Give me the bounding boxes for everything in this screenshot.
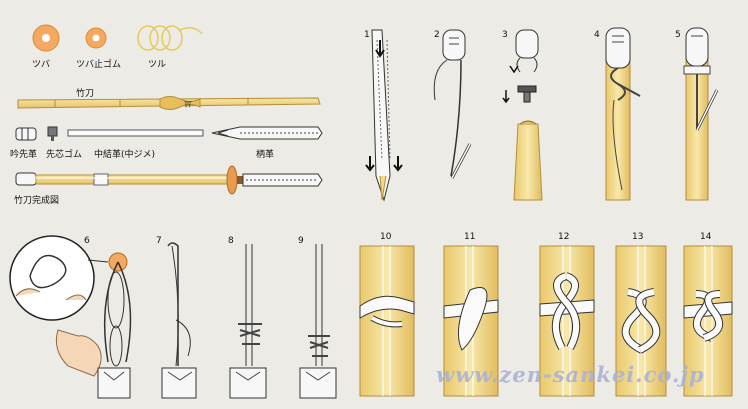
step-10-illustration xyxy=(360,246,414,396)
sakigomu-part xyxy=(48,127,57,141)
shinai-part: ⛩ xyxy=(18,97,320,110)
step-number: 1 xyxy=(364,30,370,40)
step-3-illustration xyxy=(503,30,542,200)
step-7-illustration xyxy=(162,243,196,398)
step-number: 5 xyxy=(675,30,681,40)
svg-text:⛩: ⛩ xyxy=(184,100,192,108)
step-2-illustration xyxy=(434,30,470,178)
label-sakigomu: 先芯ゴム xyxy=(46,147,82,160)
tsukagawa-part xyxy=(212,127,322,139)
label-nakayui: 中結革(中ジメ) xyxy=(94,147,155,160)
label-tsuba-dome: ツバ止ゴム xyxy=(76,57,121,70)
label-tsukagawa: 柄革 xyxy=(256,147,274,160)
step-number: 3 xyxy=(502,30,508,40)
label-kansei: 竹刀完成図 xyxy=(14,193,59,206)
step-number: 4 xyxy=(594,30,600,40)
step-number: 9 xyxy=(298,236,304,246)
step-9-illustration xyxy=(300,244,336,398)
label-sakigawa: 吟先革 xyxy=(10,147,37,160)
kansei-shinai xyxy=(16,166,322,194)
label-tsuru: ツル xyxy=(148,57,166,70)
step-6-illustration xyxy=(10,236,131,398)
step-number: 11 xyxy=(464,232,475,242)
step-number: 10 xyxy=(380,232,391,242)
tsuru-part xyxy=(138,26,202,50)
step-number: 14 xyxy=(700,232,711,242)
step-5-illustration xyxy=(684,28,717,200)
step-8-illustration xyxy=(230,244,266,398)
step-number: 6 xyxy=(84,236,90,246)
nakayui-part xyxy=(68,130,203,136)
step-4-illustration xyxy=(606,28,640,200)
step-number: 12 xyxy=(558,232,569,242)
step-number: 7 xyxy=(156,236,162,246)
sakigawa-part xyxy=(16,128,36,140)
watermark: www.zen-sankei.co.jp xyxy=(436,362,705,387)
label-tsuba: ツバ xyxy=(32,57,50,70)
tsuba-dome-part xyxy=(86,28,106,48)
step-1-illustration xyxy=(366,30,402,200)
step-number: 8 xyxy=(228,236,234,246)
step-number: 2 xyxy=(434,30,440,40)
step-number: 13 xyxy=(632,232,643,242)
label-shinai: 竹刀 xyxy=(76,86,94,99)
tsuba-part xyxy=(33,25,59,51)
